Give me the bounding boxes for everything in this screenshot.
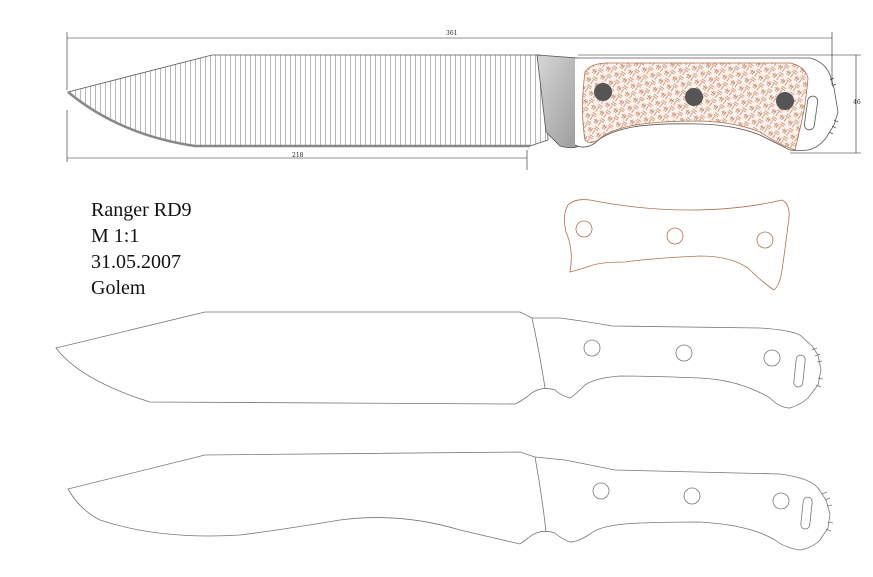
outline-knife-2-bolster-line — [534, 456, 547, 533]
dimension-lines — [66, 32, 861, 170]
outline-knife-1-profile — [55, 311, 822, 409]
dimension-height: 46 — [853, 99, 861, 106]
outline-knife-2-profile — [67, 451, 831, 551]
detailed-pin-1 — [594, 83, 612, 101]
scale-outline — [564, 199, 790, 291]
outline-knife-2-pin-hole-1 — [592, 482, 610, 500]
outline-knife-1-jimping — [811, 347, 824, 388]
outline-knife-1-pin-hole-1 — [583, 339, 601, 357]
outline-knife-2-pin-hole-2 — [683, 487, 701, 505]
outline-knife-1-bolster-line — [531, 317, 546, 389]
author-label: Golem — [91, 277, 146, 299]
dimension-blade-length: 218 — [292, 152, 304, 159]
outline-knife-2-lanyard-slot — [800, 496, 813, 530]
detailed-lanyard-slot — [803, 95, 819, 131]
outline-knife-2-jimping — [821, 491, 834, 532]
detailed-handle-scale — [582, 62, 809, 151]
handle-scale-template — [564, 199, 790, 291]
outline-knife-1-pin-hole-3 — [763, 349, 781, 367]
dimension-overall-length: 361 — [446, 30, 457, 37]
outline-knife-2 — [67, 451, 834, 551]
scale-pin-hole-1 — [575, 220, 593, 238]
outline-knife-1-pin-hole-2 — [675, 344, 693, 362]
detailed-blade-edge — [67, 91, 530, 148]
date-label: 31.05.2007 — [91, 251, 181, 273]
scale-label: M 1:1 — [91, 225, 140, 247]
outline-knife-1 — [55, 311, 824, 409]
detailed-knife-view — [67, 54, 839, 152]
detailed-pin-3 — [776, 92, 794, 110]
title-block: Ranger RD9 M 1:1 31.05.2007 Golem — [91, 197, 192, 301]
outline-knife-2-pin-hole-3 — [772, 492, 790, 510]
scale-pin-hole-3 — [756, 231, 774, 249]
detailed-pin-2 — [685, 88, 703, 106]
model-name: Ranger RD9 — [91, 199, 192, 221]
scale-pin-hole-2 — [666, 227, 684, 245]
outline-knife-1-lanyard-slot — [793, 354, 806, 388]
